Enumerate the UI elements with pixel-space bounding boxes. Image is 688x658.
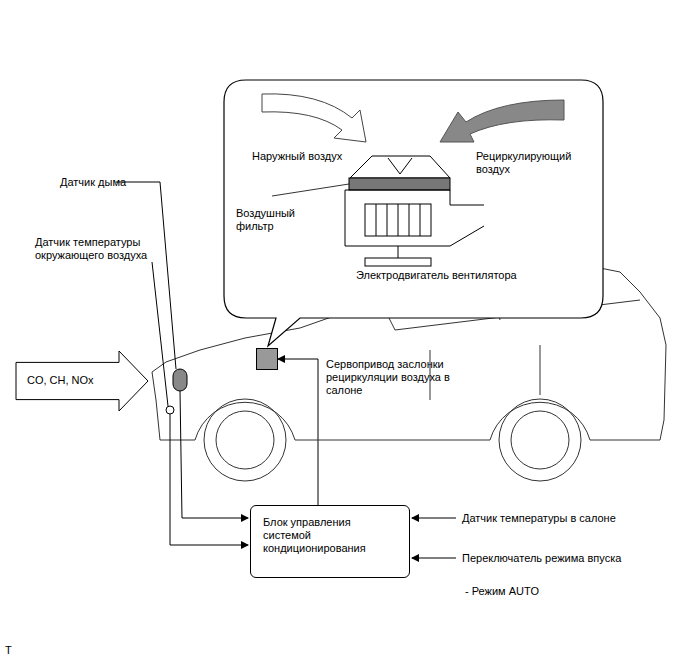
part-label: Воздушный фильтр — [236, 207, 306, 233]
ambient-temp-sensor — [166, 406, 174, 414]
part-label: Переключатель режима впуска — [462, 552, 621, 565]
node-text: Блок управления системой кондиционирован… — [263, 516, 397, 555]
node-text: CO, CH, NOx — [27, 374, 94, 387]
part-label: Электродвигатель вентилятора — [356, 269, 517, 282]
node-text: Сервопривод заслонки рециркуляции воздух… — [326, 358, 476, 397]
part-label: T — [5, 644, 12, 657]
servo-symbol — [256, 348, 278, 370]
part-label: Датчик температуры окружающего воздуха — [35, 236, 157, 262]
blower-unit — [272, 156, 484, 266]
exhaust-gas-arrow: CO, CH, NOx — [15, 350, 149, 412]
servo-motor: Сервопривод заслонки рециркуляции воздух… — [256, 348, 486, 394]
part-label: Наружный воздух — [252, 150, 342, 163]
smoke-sensor — [173, 369, 187, 391]
signal-connector — [278, 359, 318, 505]
outside-air-arrow — [262, 94, 366, 142]
recirc-air-arrow — [440, 100, 564, 142]
part-label: - Режим AUTO — [465, 585, 539, 598]
control-unit-box: Блок управления системой кондиционирован… — [250, 505, 410, 578]
part-label: Рециркулирующий воздух — [476, 150, 580, 176]
part-label: Датчик температуры в салоне — [462, 512, 616, 525]
callout-balloon — [224, 80, 603, 346]
part-label: Датчик дыма — [60, 176, 126, 189]
